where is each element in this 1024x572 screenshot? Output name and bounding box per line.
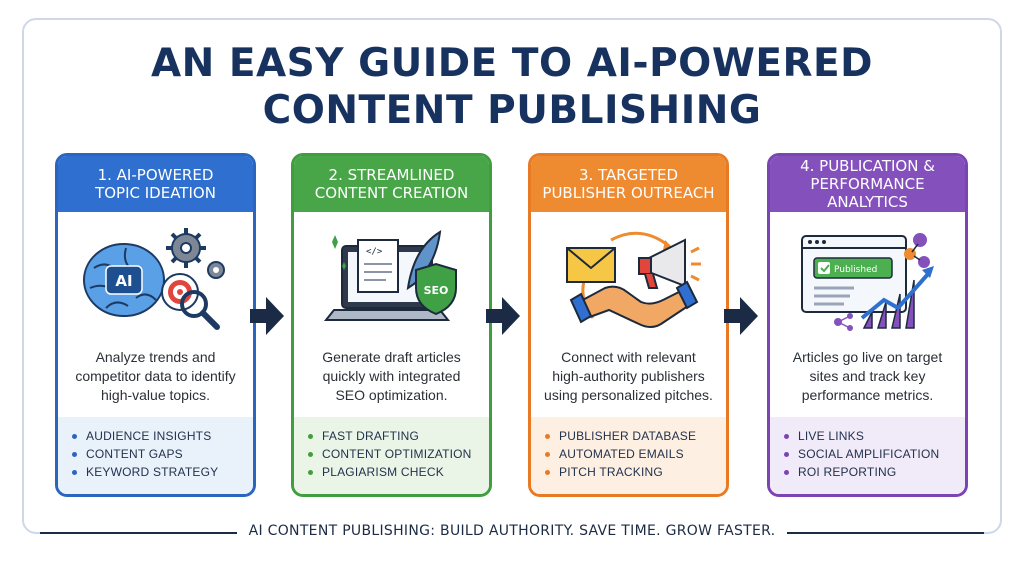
bullet-dot bbox=[72, 433, 77, 439]
target-icon bbox=[160, 273, 199, 311]
step-description: Generate draft articles quickly with int… bbox=[294, 344, 489, 418]
description-line-2: competitor data to identify bbox=[75, 368, 236, 384]
description-line-3: SEO optimization. bbox=[335, 387, 448, 403]
bullet-dot bbox=[308, 469, 313, 475]
envelope-icon bbox=[565, 247, 616, 283]
analytics-illustration: Published bbox=[770, 212, 965, 344]
bullet-item: LIVE LINKS bbox=[784, 427, 965, 445]
step-title-line-2: CONTENT CREATION bbox=[314, 184, 469, 202]
seo-shield-icon: SEO bbox=[414, 262, 457, 316]
laptop-illustration: </> SEO bbox=[294, 212, 489, 344]
description-line-1: Analyze trends and bbox=[95, 349, 216, 365]
outreach-illustration bbox=[531, 212, 726, 344]
step-title-line-2: PERFORMANCE ANALYTICS bbox=[810, 175, 925, 211]
gear-icon bbox=[165, 228, 206, 268]
bullet-item: AUDIENCE INSIGHTS bbox=[72, 427, 253, 445]
step-title-line-2: PUBLISHER OUTREACH bbox=[542, 184, 715, 202]
description-line-1: Generate draft articles bbox=[322, 349, 461, 365]
bar-chart-icon bbox=[860, 266, 934, 329]
step-title-line-2: TOPIC IDEATION bbox=[95, 184, 216, 202]
step-header: 1. AI-POWERED TOPIC IDEATION bbox=[58, 156, 253, 212]
megaphone-icon bbox=[637, 238, 701, 289]
laptop-icon: </> SEO bbox=[323, 230, 457, 321]
step-description: Articles go live on target sites and tra… bbox=[770, 344, 965, 418]
description-line-2: sites and track key bbox=[809, 368, 926, 384]
step-title-line-1: 4. PUBLICATION & bbox=[800, 157, 935, 175]
document-icon: </> bbox=[356, 239, 399, 293]
bullet-item: CONTENT OPTIMIZATION bbox=[308, 445, 489, 463]
bullet-list: FAST DRAFTING CONTENT OPTIMIZATION PLAGI… bbox=[294, 417, 489, 494]
bullet-list: PUBLISHER DATABASE AUTOMATED EMAILS PITC… bbox=[531, 417, 726, 494]
bullet-item: AUTOMATED EMAILS bbox=[545, 445, 726, 463]
bullet-dot bbox=[784, 451, 789, 457]
bullet-dot bbox=[72, 469, 77, 475]
footer-tagline: AI CONTENT PUBLISHING: BUILD AUTHORITY. … bbox=[0, 523, 1024, 539]
network-icon bbox=[833, 313, 853, 331]
step-title-line-1: 2. STREAMLINED bbox=[328, 166, 455, 184]
arrow-right-icon bbox=[250, 297, 284, 335]
step-title-line-1: 1. AI-POWERED bbox=[97, 166, 214, 184]
published-badge: Published bbox=[834, 265, 877, 275]
step-card-outreach: 3. TARGETED PUBLISHER OUTREACH Connect w… bbox=[528, 153, 729, 497]
bullet-dot bbox=[545, 433, 550, 439]
step-header: 2. STREAMLINED CONTENT CREATION bbox=[294, 156, 489, 212]
bullet-dot bbox=[784, 469, 789, 475]
description-line-1: Connect with relevant bbox=[561, 349, 696, 365]
share-icon bbox=[903, 233, 930, 268]
bullet-item: FAST DRAFTING bbox=[308, 427, 489, 445]
bullet-dot bbox=[545, 469, 550, 475]
description-line-2: high-authority publishers bbox=[552, 368, 705, 384]
handshake-icon bbox=[565, 231, 701, 328]
bullet-list: AUDIENCE INSIGHTS CONTENT GAPS KEYWORD S… bbox=[58, 417, 253, 494]
description-line-3: using personalized pitches. bbox=[544, 387, 713, 403]
bullet-dot bbox=[545, 451, 550, 457]
bullet-dot bbox=[784, 433, 789, 439]
description-line-3: performance metrics. bbox=[801, 387, 934, 403]
arrow-right-icon bbox=[724, 297, 758, 335]
small-gear-icon bbox=[206, 261, 225, 279]
svg-text:</>: </> bbox=[366, 247, 383, 257]
title-line-1: AN EASY GUIDE TO AI-POWERED bbox=[150, 41, 874, 86]
ai-chip-icon bbox=[104, 265, 143, 295]
page-title: AN EASY GUIDE TO AI-POWERED CONTENT PUBL… bbox=[0, 40, 1024, 134]
description-line-2: quickly with integrated bbox=[322, 368, 461, 384]
bullet-dot bbox=[308, 451, 313, 457]
step-header: 4. PUBLICATION & PERFORMANCE ANALYTICS bbox=[770, 156, 965, 212]
browser-window-icon: Published bbox=[800, 235, 907, 313]
seo-label: SEO bbox=[423, 284, 448, 297]
cycle-arrow-icon bbox=[609, 231, 670, 248]
step-card-analytics: 4. PUBLICATION & PERFORMANCE ANALYTICS P… bbox=[767, 153, 968, 497]
ai-brain-illustration: AI bbox=[58, 212, 253, 344]
bullet-item: PITCH TRACKING bbox=[545, 463, 726, 481]
bullet-item: KEYWORD STRATEGY bbox=[72, 463, 253, 481]
ai-chip-label: AI bbox=[115, 272, 132, 290]
bullet-dot bbox=[308, 433, 313, 439]
bullet-item: ROI REPORTING bbox=[784, 463, 965, 481]
description-line-3: high-value topics. bbox=[101, 387, 210, 403]
bullet-dot bbox=[72, 451, 77, 457]
bullet-item: CONTENT GAPS bbox=[72, 445, 253, 463]
brain-icon: AI bbox=[82, 228, 225, 330]
browser-chart-icon: Published bbox=[800, 233, 934, 331]
bullet-item: PUBLISHER DATABASE bbox=[545, 427, 726, 445]
magnifier-icon bbox=[179, 290, 220, 330]
description-line-1: Articles go live on target bbox=[792, 349, 943, 365]
arrow-right-icon bbox=[486, 297, 520, 335]
title-line-2: CONTENT PUBLISHING bbox=[262, 88, 762, 133]
step-title-line-1: 3. TARGETED bbox=[578, 166, 679, 184]
step-card-creation: 2. STREAMLINED CONTENT CREATION </> SEO … bbox=[291, 153, 492, 497]
step-header: 3. TARGETED PUBLISHER OUTREACH bbox=[531, 156, 726, 212]
step-description: Analyze trends and competitor data to id… bbox=[58, 344, 253, 418]
bullet-list: LIVE LINKS SOCIAL AMPLIFICATION ROI REPO… bbox=[770, 417, 965, 494]
sparkle-icon bbox=[331, 235, 346, 270]
bullet-item: SOCIAL AMPLIFICATION bbox=[784, 445, 965, 463]
bullet-item: PLAGIARISM CHECK bbox=[308, 463, 489, 481]
step-description: Connect with relevant high-authority pub… bbox=[531, 344, 726, 418]
step-card-ideation: 1. AI-POWERED TOPIC IDEATION AI bbox=[55, 153, 256, 497]
